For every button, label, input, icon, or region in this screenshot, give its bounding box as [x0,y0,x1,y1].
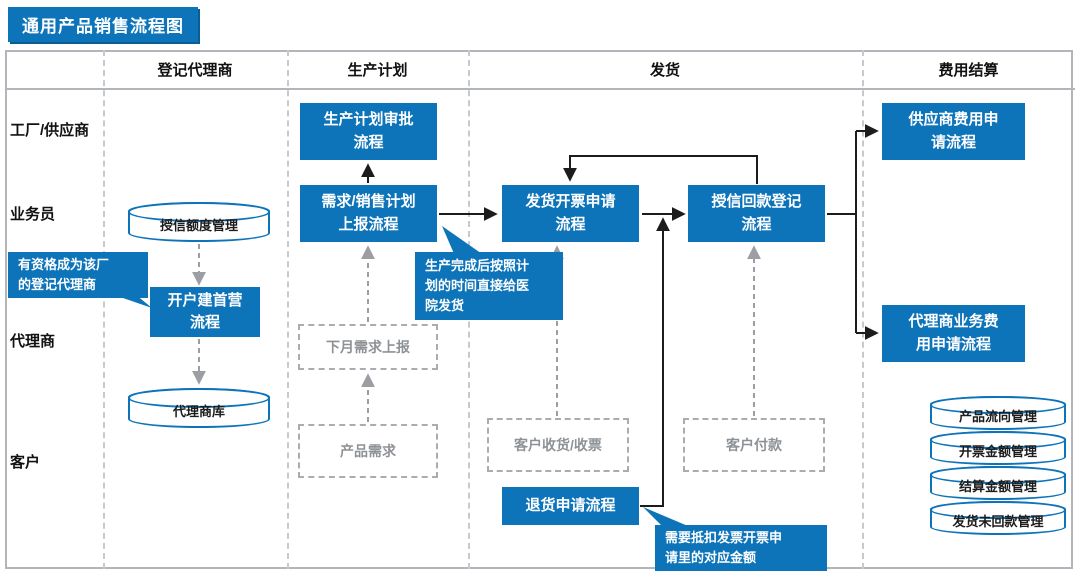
datastore-label: 产品流向管理 [958,409,1037,424]
callout-direct-ship-to-hospital: 生产完成后按照计 划的时间直接给医 院发货 [415,252,563,320]
column-divider-2 [287,50,289,569]
process-credit-repayment-register: 授信回款登记 流程 [688,185,825,242]
datastore-label: 开票金额管理 [958,444,1037,459]
external-product-demand: 产品需求 [298,424,438,478]
process-ship-invoice-apply: 发货开票申请 流程 [502,185,639,242]
column-header-register-agent: 登记代理商 [157,61,233,79]
datastore-product-flow-management: 产品流向管理 [930,396,1066,430]
datastore-label: 发货未回款管理 [952,514,1044,529]
datastore-label: 授信额度管理 [159,218,238,233]
diagram-title: 通用产品销售流程图 [8,7,198,42]
diagram-frame [5,50,1073,569]
process-return-apply: 退货申请流程 [502,487,639,525]
datastore-agent-database: 代理商库 [128,388,270,428]
row-label-customer: 客户 [10,454,41,471]
callout-deduct-invoice-amount: 需要抵扣发票开票申 请里的对应金额 [655,525,827,571]
row-label-factory-supplier: 工厂/供应商 [10,122,90,139]
header-divider [5,88,1075,90]
process-open-account-first-sale: 开户建首营 流程 [150,287,260,337]
column-divider-4 [862,50,864,569]
process-supplier-fee-apply: 供应商费用申 请流程 [882,103,1025,160]
column-header-shipping: 发货 [649,61,680,79]
column-header-production-plan: 生产计划 [347,61,408,79]
datastore-shipped-unpaid-management: 发货未回款管理 [930,501,1066,535]
column-header-fee-settlement: 费用结算 [938,61,999,79]
row-label-agent: 代理商 [10,333,56,350]
process-agent-business-fee-apply: 代理商业务费 用申请流程 [882,305,1025,362]
process-demand-sales-plan-report: 需求/销售计划 上报流程 [300,185,437,242]
external-next-month-demand-report: 下月需求上报 [298,324,438,370]
column-divider-1 [103,50,105,569]
external-customer-receive-goods-invoice: 客户收货/收票 [487,418,629,472]
datastore-invoice-amount-management: 开票金额管理 [930,431,1066,465]
datastore-settlement-amount-management: 结算金额管理 [930,466,1066,500]
datastore-credit-limit-management: 授信额度管理 [128,202,270,242]
process-production-plan-approval: 生产计划审批 流程 [300,103,437,160]
row-label-salesperson: 业务员 [10,206,56,223]
datastore-label: 代理商库 [172,404,225,419]
datastore-label: 结算金额管理 [958,479,1037,494]
callout-agent-qualification: 有资格成为该厂 的登记代理商 [8,252,148,298]
external-customer-payment: 客户付款 [683,418,825,472]
